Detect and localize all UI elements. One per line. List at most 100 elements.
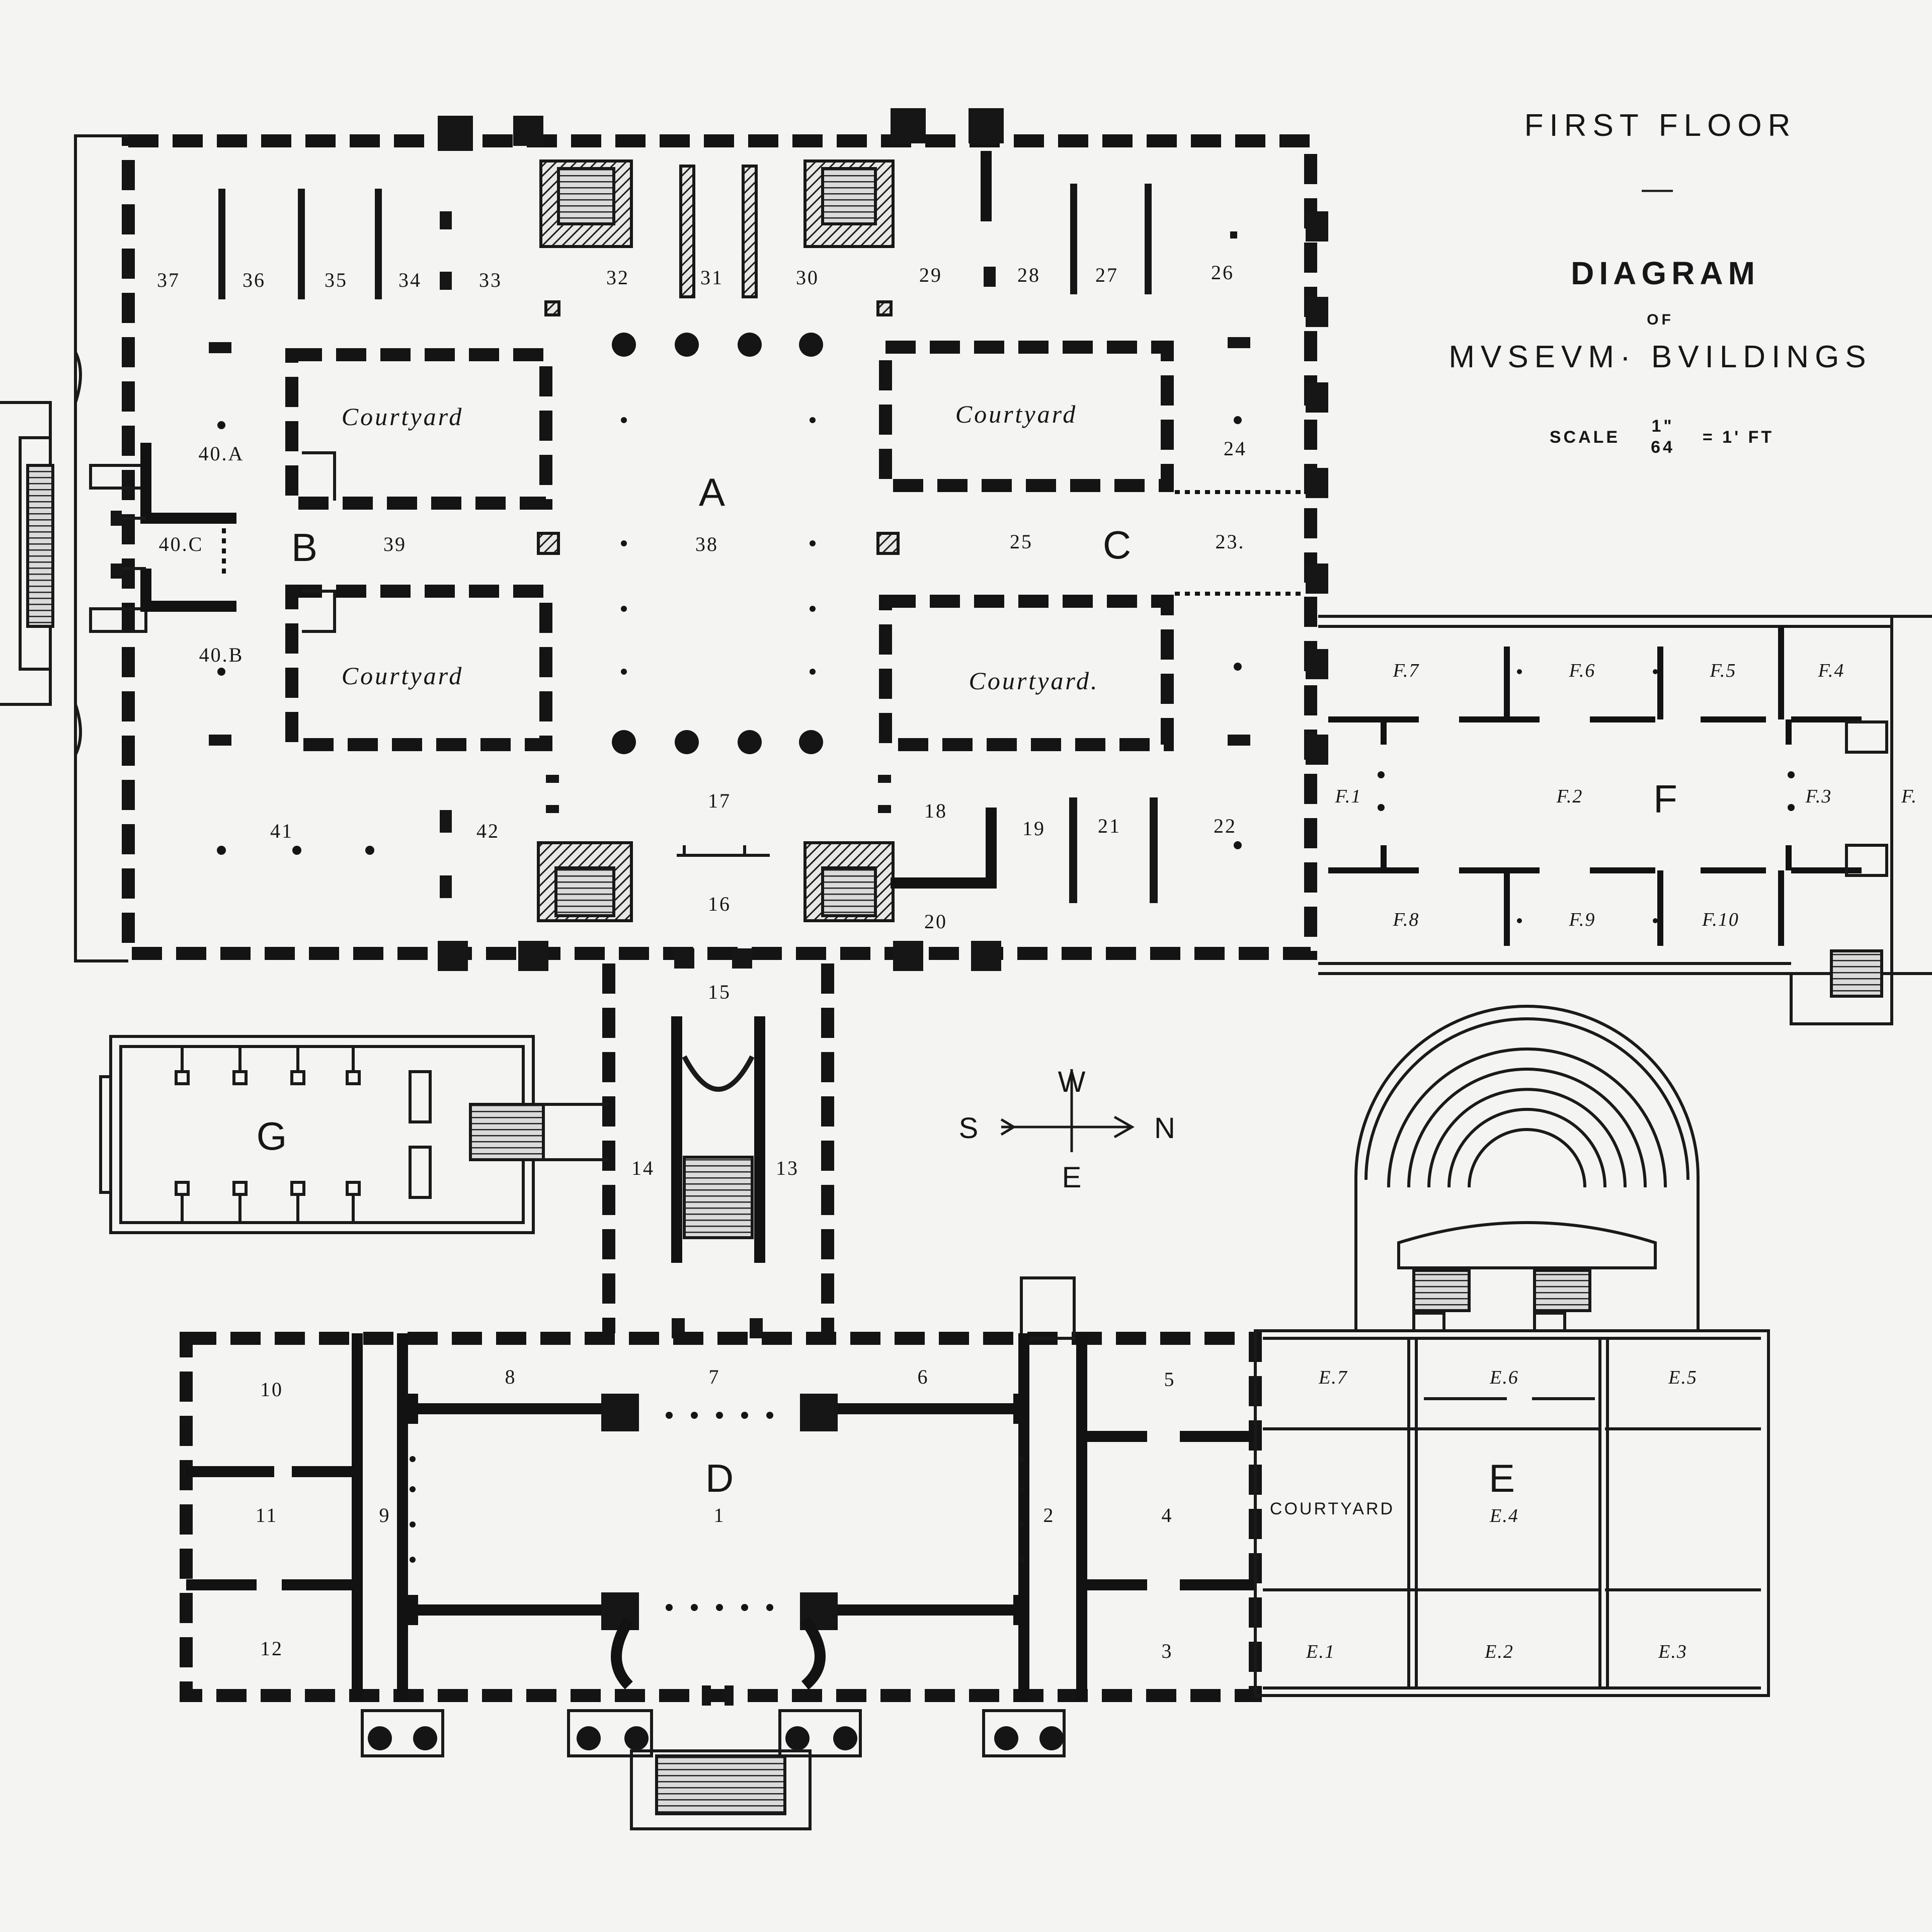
room-11: 11 <box>256 1504 278 1526</box>
room-e3: E.3 <box>1658 1641 1687 1662</box>
room-29: 29 <box>919 264 942 286</box>
south-block-d <box>180 1276 1262 1830</box>
room-6: 6 <box>918 1365 929 1388</box>
courtyard-nw-wall <box>285 348 552 510</box>
room-13: 13 <box>776 1157 799 1179</box>
room-5: 5 <box>1164 1368 1176 1391</box>
wing-g <box>99 1035 609 1234</box>
section-d-label: D <box>705 1456 734 1500</box>
room-27: 27 <box>1095 264 1118 286</box>
room-e6: E.6 <box>1489 1367 1519 1388</box>
compass-rose <box>1000 1069 1135 1152</box>
lecture-theatre <box>1354 1005 1700 1331</box>
room-15: 15 <box>708 981 731 1003</box>
room-31: 31 <box>700 266 723 289</box>
courtyard-e-label: COURTYARD <box>1270 1499 1395 1518</box>
courtyard-se-wall <box>879 595 1174 751</box>
room-f9: F.9 <box>1569 909 1596 930</box>
section-f-label: F <box>1653 777 1677 821</box>
courtyard-sw-wall <box>285 585 552 751</box>
title-of: OF <box>1647 311 1674 328</box>
compass-west: W <box>1058 1066 1086 1098</box>
theatre-seating <box>1387 1048 1667 1188</box>
room-12: 12 <box>260 1637 283 1660</box>
title-dash: — <box>1642 171 1679 206</box>
labels: FIRST FLOOR — DIAGRAM OF MVSEVM· BVILDIN… <box>157 108 1917 1662</box>
room-30: 30 <box>796 266 819 289</box>
room-7: 7 <box>709 1365 720 1388</box>
connector-stairs <box>683 1156 754 1239</box>
section-a-label: A <box>699 470 725 514</box>
room-e1: E.1 <box>1306 1641 1335 1662</box>
compass-north: N <box>1154 1112 1175 1145</box>
north-block <box>0 108 1328 971</box>
west-portico <box>0 351 147 756</box>
scale-denominator: 64 <box>1651 438 1675 457</box>
room-10: 10 <box>260 1378 283 1401</box>
section-c-label: C <box>1103 523 1131 567</box>
title-first-floor: FIRST FLOOR <box>1524 108 1797 143</box>
hall-d-dots <box>410 1412 1024 1611</box>
room-17: 17 <box>708 789 731 812</box>
section-g-label: G <box>257 1114 287 1158</box>
room-9: 9 <box>379 1504 391 1526</box>
courtyard-se-label: Courtyard. <box>969 667 1099 695</box>
room-39: 39 <box>383 533 407 555</box>
connector-wing <box>602 963 834 1338</box>
west-annex-wall <box>74 134 128 962</box>
courtyard-sw-label: Courtyard <box>342 662 464 690</box>
room-22: 22 <box>1214 815 1237 837</box>
room-35: 35 <box>325 269 348 291</box>
courtyard-ne-label: Courtyard <box>955 400 1078 428</box>
scale-ratio: = 1' FT <box>1703 428 1774 447</box>
room-19: 19 <box>1022 817 1045 840</box>
room-42: 42 <box>476 820 500 842</box>
room-40a: 40.A <box>199 442 245 465</box>
room-41: 41 <box>270 820 293 842</box>
courtyard-nw-label: Courtyard <box>342 403 464 431</box>
room-21: 21 <box>1098 815 1121 837</box>
hall-a-dots <box>217 416 1242 855</box>
room-8: 8 <box>505 1365 517 1388</box>
section-e-label: E <box>1489 1456 1515 1500</box>
room-f2: F.2 <box>1556 786 1583 807</box>
room-34: 34 <box>398 269 422 291</box>
compass-south: S <box>959 1112 979 1145</box>
wing-e <box>1254 1005 1770 1697</box>
room-3: 3 <box>1162 1640 1173 1662</box>
room-25: 25 <box>1010 530 1033 553</box>
room-e4: E.4 <box>1489 1505 1519 1526</box>
title-diagram: DIAGRAM <box>1571 255 1760 291</box>
room-16: 16 <box>708 893 731 915</box>
annex-f <box>1318 615 1932 1025</box>
room-e7: E.7 <box>1318 1367 1348 1388</box>
north-block-outer-wall <box>122 134 1317 960</box>
room-40c: 40.C <box>159 533 204 555</box>
compass-east: E <box>1062 1161 1082 1194</box>
room-23: 23. <box>1216 530 1245 553</box>
room-2: 2 <box>1043 1504 1055 1526</box>
room-37: 37 <box>157 269 180 291</box>
room-e2: E.2 <box>1484 1641 1514 1662</box>
title-museum-buildings: MVSEVM· BVILDINGS <box>1448 340 1872 374</box>
room-f7: F.7 <box>1393 660 1420 681</box>
section-b-label: B <box>291 525 317 570</box>
courtyard-ne-wall <box>879 341 1174 492</box>
room-f6: F.6 <box>1569 660 1596 681</box>
room-f-edge: F. <box>1901 786 1917 807</box>
room-f3: F.3 <box>1805 786 1832 807</box>
scale-numerator: 1" <box>1651 417 1674 436</box>
room-32: 32 <box>606 266 629 289</box>
room-26: 26 <box>1211 261 1234 284</box>
room-33: 33 <box>479 269 502 291</box>
room-f8: F.8 <box>1393 909 1420 930</box>
scale-label: SCALE <box>1550 428 1620 447</box>
room-f1: F.1 <box>1335 786 1362 807</box>
south-portico <box>361 1709 1066 1830</box>
room-38: 38 <box>695 533 718 555</box>
room-1: 1 <box>714 1504 726 1526</box>
room-36: 36 <box>243 269 266 291</box>
room-24: 24 <box>1224 437 1247 460</box>
room-4: 4 <box>1162 1504 1173 1526</box>
